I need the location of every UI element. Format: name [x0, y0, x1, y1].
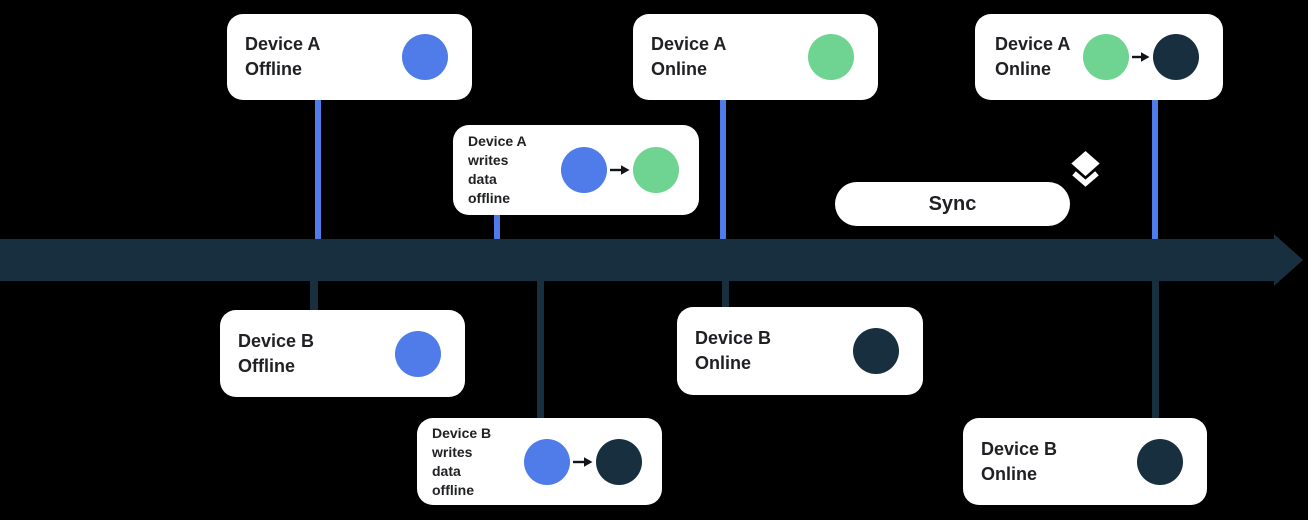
card-label-line: offline [432, 481, 474, 498]
state-dots [395, 330, 441, 377]
offline-data-dot-icon [561, 147, 607, 193]
synced-data-dot-icon [1153, 34, 1199, 80]
arrow-right-icon [573, 456, 593, 468]
card-label: Device A writes data offline [468, 132, 527, 208]
state-dots [808, 34, 854, 80]
timeline-arrow-right-icon [0, 234, 1303, 286]
card-label: Device A Online [995, 32, 1070, 82]
card-label-line: Online [695, 353, 752, 373]
connector-device-a-online [720, 98, 726, 240]
arrow-right-icon [610, 164, 630, 176]
connector-device-b-online [722, 278, 729, 311]
online-data-dot-icon [1083, 34, 1129, 80]
online-data-dot-icon [808, 34, 854, 80]
card-label-line: Device B [695, 328, 772, 348]
sync-label-text: Sync [928, 192, 977, 215]
device-b-online-card: Device B Online [677, 307, 923, 395]
state-dots [561, 147, 679, 193]
card-label-line: offline [468, 190, 510, 206]
device-b-writes-data-offline-card: Device B writes data offline [417, 418, 662, 505]
device-b-online-synced-card: Device B Online [963, 418, 1207, 505]
card-label-line: data [468, 171, 497, 187]
connector-device-a-offline [315, 98, 321, 240]
state-dots [402, 34, 448, 80]
connector-device-b-offline [310, 278, 318, 314]
state-dots [524, 438, 642, 485]
card-label-line: writes [468, 152, 509, 168]
connector-device-a-writes [494, 212, 500, 242]
card-label-line: Device B [432, 424, 492, 441]
card-label-line: data [432, 462, 461, 479]
state-dots [1083, 34, 1199, 80]
card-label-line: Device B [981, 438, 1058, 459]
card-label: Device B writes data offline [432, 424, 491, 500]
card-label-line: Device A [995, 34, 1071, 54]
card-label-line: Device A [651, 34, 727, 54]
device-a-online-synced-card: Device A Online [975, 14, 1223, 100]
synced-data-dot-icon [1137, 438, 1183, 485]
connector-device-a-online-synced [1152, 98, 1158, 240]
device-a-online-card: Device A Online [633, 14, 878, 100]
card-label: Device B Online [695, 326, 771, 376]
sync-label: Sync [835, 182, 1070, 226]
offline-data-dot-icon [395, 330, 441, 377]
connector-device-b-writes [537, 278, 544, 422]
connector-device-b-online-synced [1152, 278, 1159, 422]
card-label-line: Device A [468, 133, 527, 149]
offline-data-dot-icon [402, 34, 448, 80]
synced-data-dot-icon [853, 328, 899, 374]
online-data-dot-icon [633, 147, 679, 193]
card-label-line: Offline [245, 59, 302, 79]
state-dots [853, 328, 899, 374]
card-label-line: Online [995, 59, 1052, 79]
device-a-offline-card: Device A Offline [227, 14, 472, 100]
card-label: Device B Offline [238, 329, 314, 379]
card-label-line: Online [981, 463, 1038, 484]
card-label-line: Device A [245, 34, 321, 54]
device-a-writes-data-offline-card: Device A writes data offline [453, 125, 699, 215]
arrow-right-icon [1132, 51, 1150, 63]
layers-icon [1070, 151, 1101, 192]
synced-data-dot-icon [596, 438, 642, 485]
card-label-line: Device B [238, 330, 315, 351]
card-label: Device B Online [981, 437, 1057, 487]
card-label-line: Online [651, 59, 708, 79]
state-dots [1137, 438, 1183, 485]
offline-data-dot-icon [524, 438, 570, 485]
card-label-line: writes [432, 443, 473, 460]
card-label: Device A Online [651, 32, 726, 82]
card-label: Device A Offline [245, 32, 320, 82]
device-b-offline-card: Device B Offline [220, 310, 465, 397]
card-label-line: Offline [238, 355, 295, 376]
